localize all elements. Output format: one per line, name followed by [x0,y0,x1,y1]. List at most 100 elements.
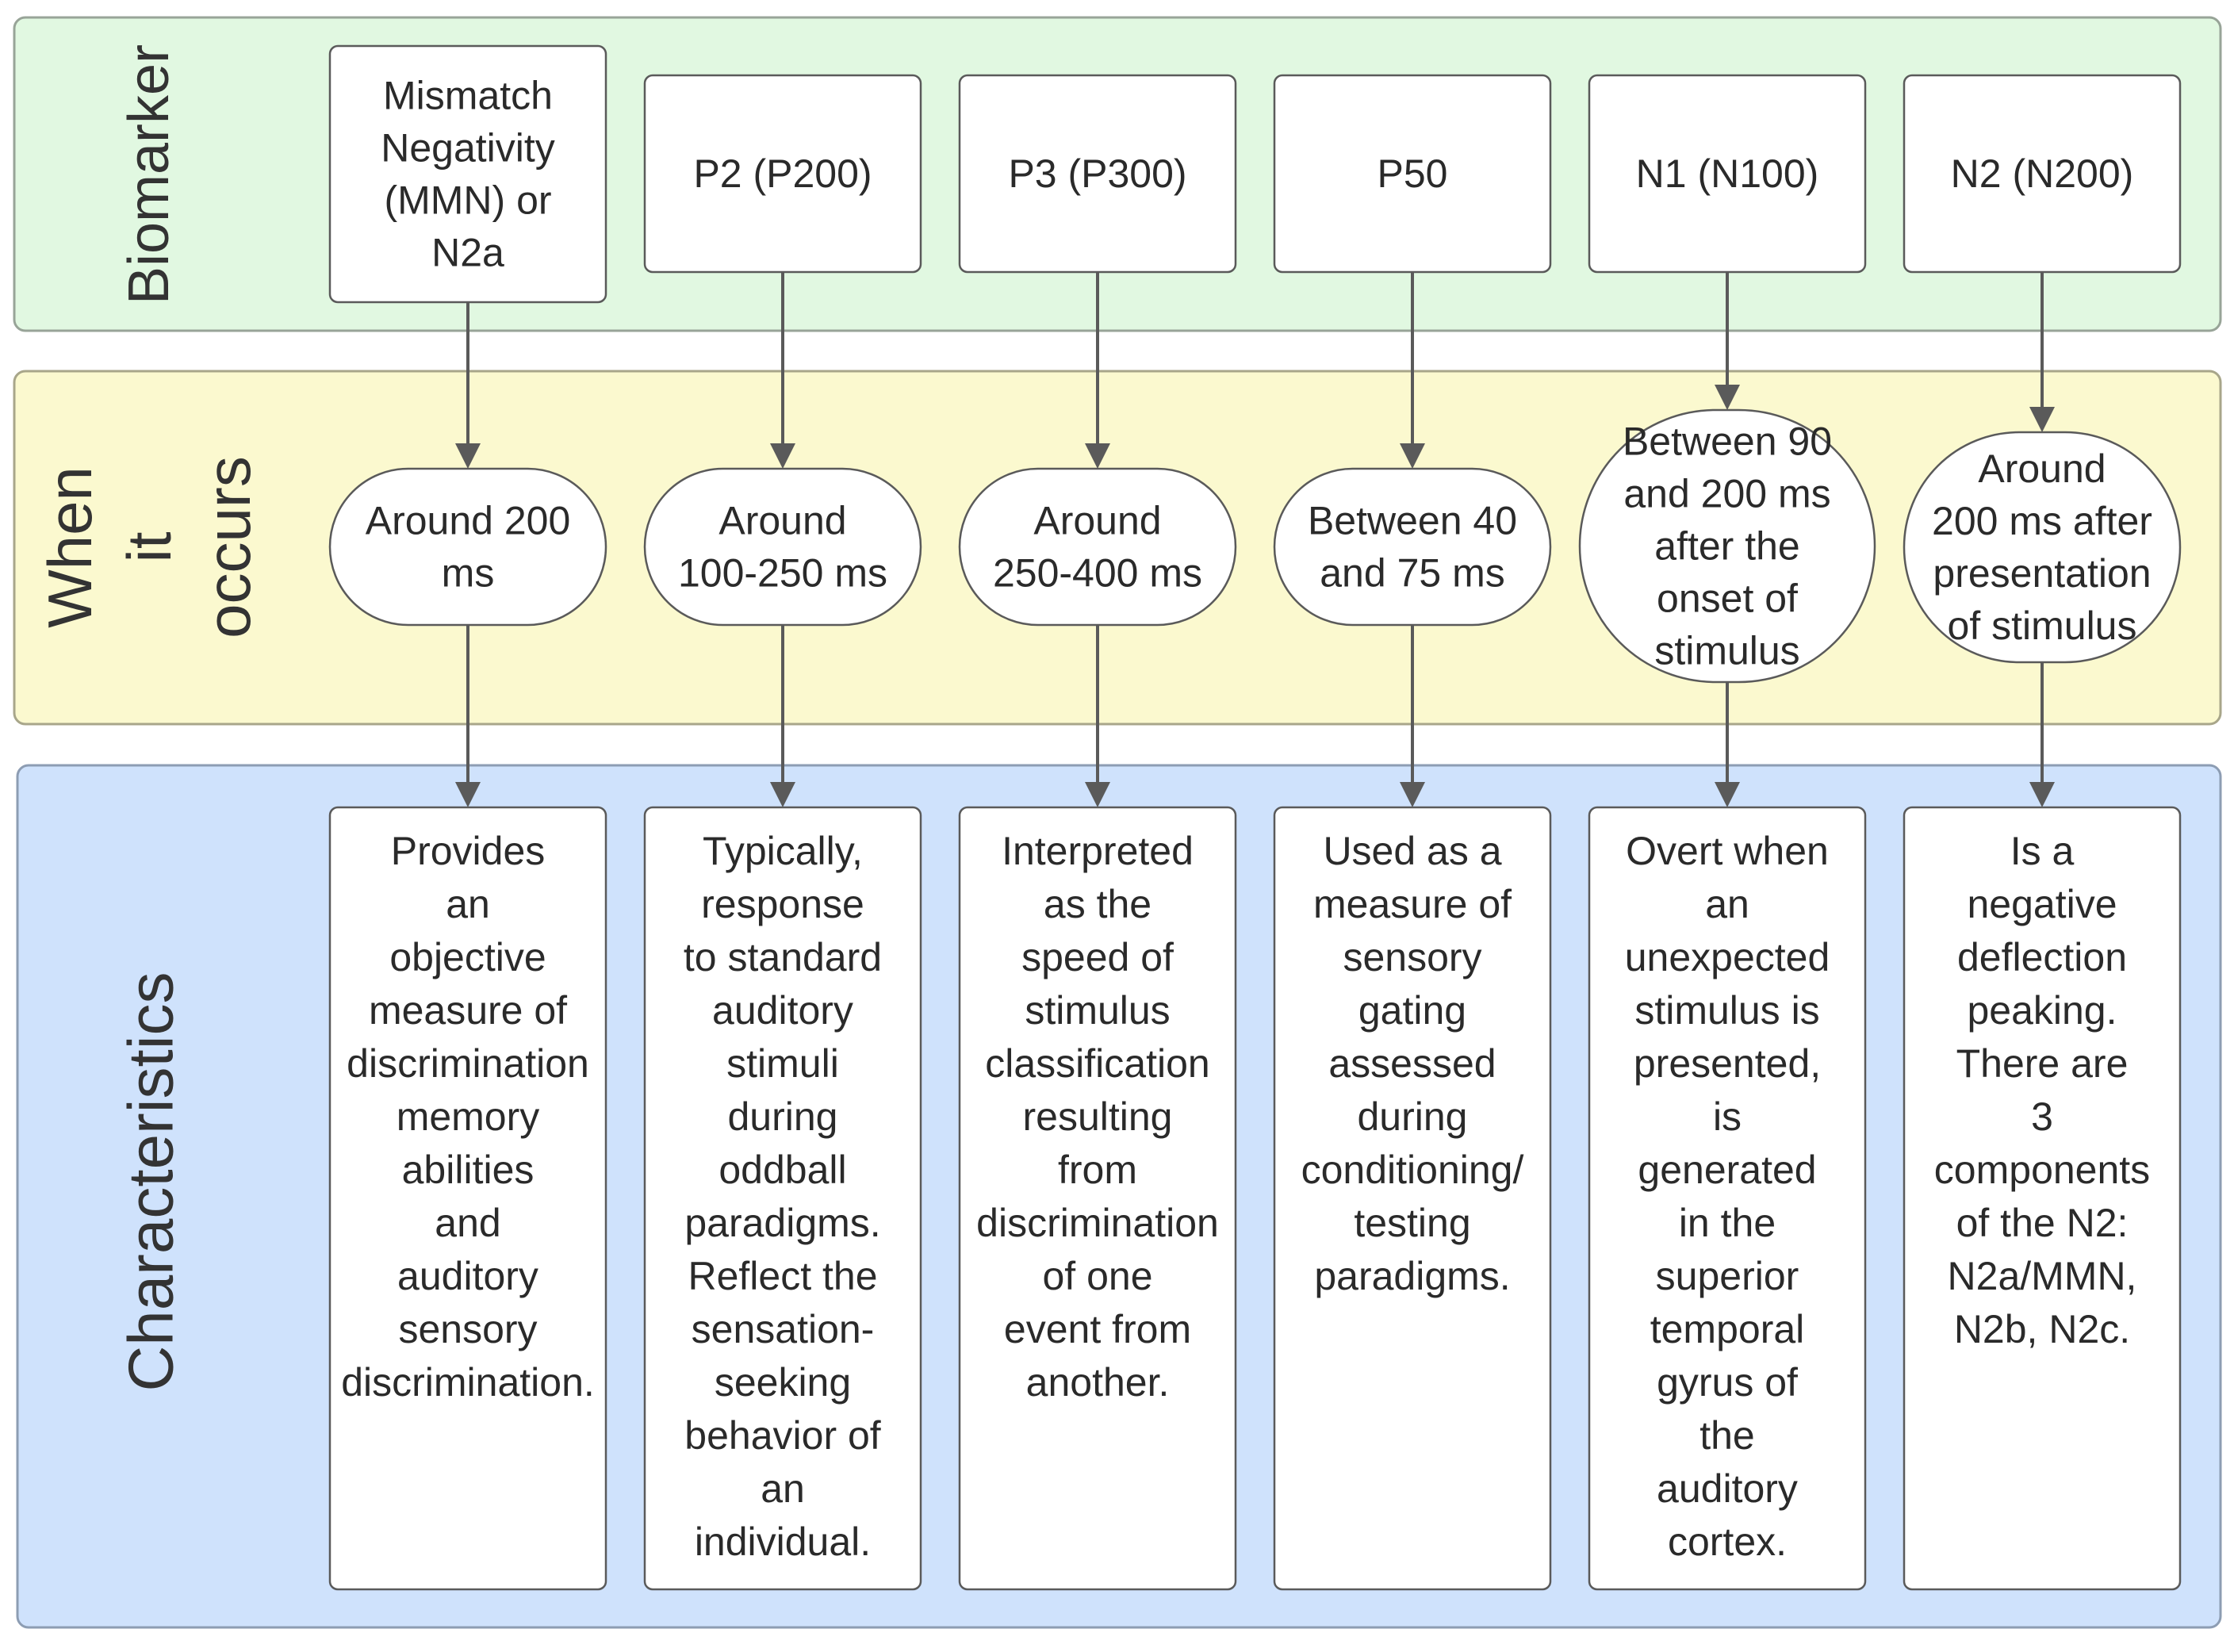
lane-label-biomarker: Biomarker [117,44,181,305]
characteristics-line: Used as a [1323,829,1501,873]
characteristics-box [1588,806,1867,1591]
characteristics-line: N2a/MMN, [1948,1254,2137,1298]
characteristics-line: as the [1044,882,1151,926]
biomarker-label-line: Mismatch [383,74,553,118]
biomarker-label-line: N1 (N100) [1636,151,1819,196]
characteristics-line: gating [1358,988,1466,1033]
characteristics-line: gyrus of [1657,1360,1798,1405]
characteristics-line: presented, [1634,1041,1821,1086]
characteristics-line: peaking. [1967,988,2117,1033]
characteristics-line: response [701,882,864,926]
characteristics-line: 3 [2031,1094,2053,1139]
timing-box [643,467,922,627]
characteristics-line: abilities [402,1148,535,1192]
characteristics-line: Typically, [703,829,863,873]
timing-box [328,467,607,627]
characteristics-line: cortex. [1668,1520,1787,1564]
biomarker-label: P3 (P300) [1008,151,1186,196]
characteristics-line: an [761,1466,805,1511]
characteristics-line: during [728,1094,838,1139]
characteristics-line: paradigms. [1314,1254,1510,1298]
lane-label-when-it-occurs-3: occurs [194,456,263,638]
biomarker-label-line: N2a [431,231,504,275]
timing-label-line: stimulus [1654,629,1799,673]
characteristics-line: behavior of [684,1413,880,1458]
characteristics-line: There are [1956,1041,2129,1086]
characteristics-line: of one [1042,1254,1152,1298]
characteristics-line: auditory [712,988,853,1033]
characteristics-line: discrimination [347,1041,589,1086]
timing-label-line: presentation [1933,551,2151,596]
characteristics-line: N2b, N2c. [1954,1307,2130,1351]
biomarker-label-line: Negativity [381,126,555,171]
characteristics-line: assessed [1328,1041,1496,1086]
biomarker-label: N1 (N100) [1636,151,1819,196]
characteristics-line: Is a [2010,829,2075,873]
timing-label-line: onset of [1657,577,1798,621]
characteristics-box [328,806,607,1591]
biomarker-label-line: (MMN) or [384,178,551,223]
biomarker-label: P50 [1378,151,1448,196]
biomarker-label-line: P3 (P300) [1008,151,1186,196]
characteristics-line: auditory [1657,1466,1798,1511]
characteristics-line: in the [1679,1201,1776,1245]
characteristics-box [958,806,1237,1591]
timing-label-line: 250-400 ms [993,551,1202,596]
characteristics-line: sensory [398,1307,537,1351]
timing-label-line: after the [1654,524,1799,569]
characteristics-line: memory [397,1094,540,1139]
characteristics-line: stimulus [1025,988,1170,1033]
characteristics-line: testing [1354,1201,1470,1245]
characteristics-line: measure of [1313,882,1512,926]
timing-label-line: Around [1978,447,2106,491]
biomarker-label-line: P50 [1378,151,1448,196]
characteristics-line: objective [389,935,546,979]
characteristics-line: speed of [1021,935,1174,979]
characteristics-line: Provides [391,829,546,873]
characteristics-line: of the N2: [1956,1201,2129,1245]
biomarker-label-line: N2 (N200) [1951,151,2134,196]
characteristics-line: and [435,1201,500,1245]
characteristics-line: measure of [369,988,567,1033]
characteristics-line: discrimination. [341,1360,595,1405]
timing-label-line: and 75 ms [1320,551,1504,596]
characteristics-box [1903,806,2182,1591]
characteristics-box [1273,806,1552,1591]
characteristics-line: stimuli [726,1041,839,1086]
timing-box [1273,467,1552,627]
characteristics-line: seeking [715,1360,851,1405]
characteristics-line: an [1705,882,1749,926]
characteristics-line: event from [1004,1307,1191,1351]
timing-box [958,467,1237,627]
biomarker-label: N2 (N200) [1951,151,2134,196]
characteristics-line: from [1058,1148,1137,1192]
characteristics-line: Interpreted [1002,829,1194,873]
characteristics-line: another. [1026,1360,1170,1405]
timing-label-line: 100-250 ms [678,551,887,596]
timing-label-line: ms [442,551,495,596]
characteristics-text: Interpreted as the speed of stimulus classif… [976,829,1219,1405]
timing-label-line: and 200 ms [1623,472,1830,516]
characteristics-line: paradigms. [684,1201,880,1245]
characteristics-line: auditory [397,1254,538,1298]
characteristics-line: superior [1656,1254,1799,1298]
characteristics-line: oddball [718,1148,846,1192]
characteristics-line: components [1934,1148,2150,1192]
characteristics-box [643,806,922,1591]
characteristics-line: classification [985,1041,1209,1086]
timing-label-line: of stimulus [1948,604,2137,648]
